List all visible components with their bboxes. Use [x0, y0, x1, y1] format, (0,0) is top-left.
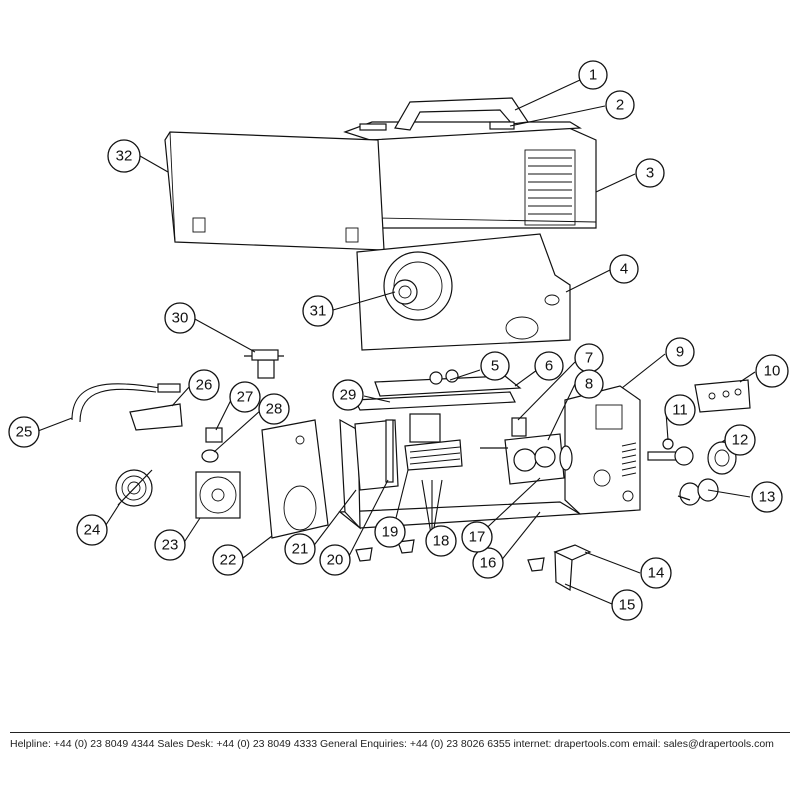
callout-30: 30	[164, 302, 196, 334]
gas-hose	[71, 383, 181, 423]
vent-louvres	[524, 149, 576, 226]
svg-text:26: 26	[196, 377, 213, 394]
divider-panel	[356, 233, 571, 351]
svg-text:21: 21	[292, 541, 309, 558]
cooling-fan	[195, 471, 241, 519]
svg-text:24: 24	[84, 522, 101, 539]
callout-16: 16	[472, 547, 504, 579]
euro-connector	[647, 438, 694, 466]
svg-text:8: 8	[585, 376, 593, 393]
callout-18: 18	[425, 525, 457, 557]
svg-text:25: 25	[16, 424, 33, 441]
fan-guard	[115, 469, 153, 507]
svg-text:27: 27	[237, 389, 254, 406]
callout-5: 5	[480, 351, 510, 381]
svg-text:3: 3	[646, 165, 654, 182]
contact-footer: Helpline: +44 (0) 23 8049 4344 Sales Des…	[10, 738, 774, 750]
callout-19: 19	[374, 516, 406, 548]
callout-21: 21	[284, 533, 316, 565]
callout-24: 24	[76, 514, 108, 546]
front-vent	[621, 442, 637, 477]
callout-23: 23	[154, 529, 186, 561]
svg-text:28: 28	[266, 401, 283, 418]
callout-11: 11	[664, 394, 696, 426]
solenoid-valve	[244, 349, 284, 379]
wire-feed-unit	[480, 417, 573, 485]
svg-text:9: 9	[676, 344, 684, 361]
callout-31: 31	[302, 295, 334, 327]
callout-7: 7	[574, 343, 604, 373]
callout-13: 13	[751, 481, 783, 513]
svg-text:6: 6	[545, 358, 553, 375]
svg-text:10: 10	[764, 363, 781, 380]
svg-text:19: 19	[382, 524, 399, 541]
svg-text:30: 30	[172, 310, 189, 327]
svg-text:2: 2	[616, 97, 624, 114]
callout-3: 3	[635, 158, 665, 188]
callout-1: 1	[578, 60, 608, 90]
callout-25: 25	[8, 416, 40, 448]
svg-text:14: 14	[648, 565, 665, 582]
rear-panel	[261, 419, 329, 539]
svg-text:29: 29	[340, 387, 357, 404]
rubber-feet	[355, 539, 545, 572]
svg-text:1: 1	[589, 67, 597, 84]
circuit-board	[694, 379, 751, 413]
svg-text:5: 5	[491, 358, 499, 375]
cable-grommet	[201, 449, 219, 463]
callout-32: 32	[107, 139, 141, 173]
callout-17: 17	[461, 521, 493, 553]
footer-divider	[10, 732, 790, 733]
internal-shelf	[354, 369, 522, 411]
callout-6: 6	[534, 351, 564, 381]
cable-bracket	[553, 544, 592, 591]
leader-lines	[37, 79, 756, 605]
svg-text:23: 23	[162, 537, 179, 554]
callout-9: 9	[665, 337, 695, 367]
callout-28: 28	[258, 393, 290, 425]
front-panel	[564, 385, 641, 515]
svg-text:20: 20	[327, 552, 344, 569]
svg-text:11: 11	[672, 402, 688, 419]
mounting-bracket	[129, 403, 183, 431]
callout-14: 14	[640, 557, 672, 589]
side-panel	[164, 131, 385, 251]
svg-text:7: 7	[585, 350, 593, 367]
top-cover-assembly	[343, 97, 597, 229]
svg-text:15: 15	[619, 597, 636, 614]
callout-22: 22	[212, 544, 244, 576]
callout-8: 8	[574, 369, 604, 399]
callout-4: 4	[609, 254, 639, 284]
svg-text:12: 12	[732, 432, 749, 449]
dinse-sockets	[677, 478, 719, 506]
svg-text:22: 22	[220, 552, 237, 569]
svg-text:4: 4	[620, 261, 628, 278]
power-switch	[205, 427, 223, 443]
callout-12: 12	[724, 424, 756, 456]
svg-text:31: 31	[310, 303, 327, 320]
callout-2: 2	[605, 90, 635, 120]
callout-20: 20	[319, 544, 351, 576]
exploded-parts-diagram: 1 2 3 4 5 6 7 8 9 10 11 12 13 14 15 16 1…	[8, 60, 789, 621]
callout-15: 15	[611, 589, 643, 621]
callout-26: 26	[188, 369, 220, 401]
svg-text:32: 32	[116, 148, 133, 165]
svg-text:13: 13	[759, 489, 776, 506]
svg-text:18: 18	[433, 533, 450, 550]
callout-29: 29	[332, 379, 364, 411]
svg-text:17: 17	[469, 529, 486, 546]
svg-text:16: 16	[480, 555, 497, 572]
callout-27: 27	[229, 381, 261, 413]
callout-10: 10	[755, 354, 789, 388]
heat-sink-stack	[354, 413, 463, 491]
